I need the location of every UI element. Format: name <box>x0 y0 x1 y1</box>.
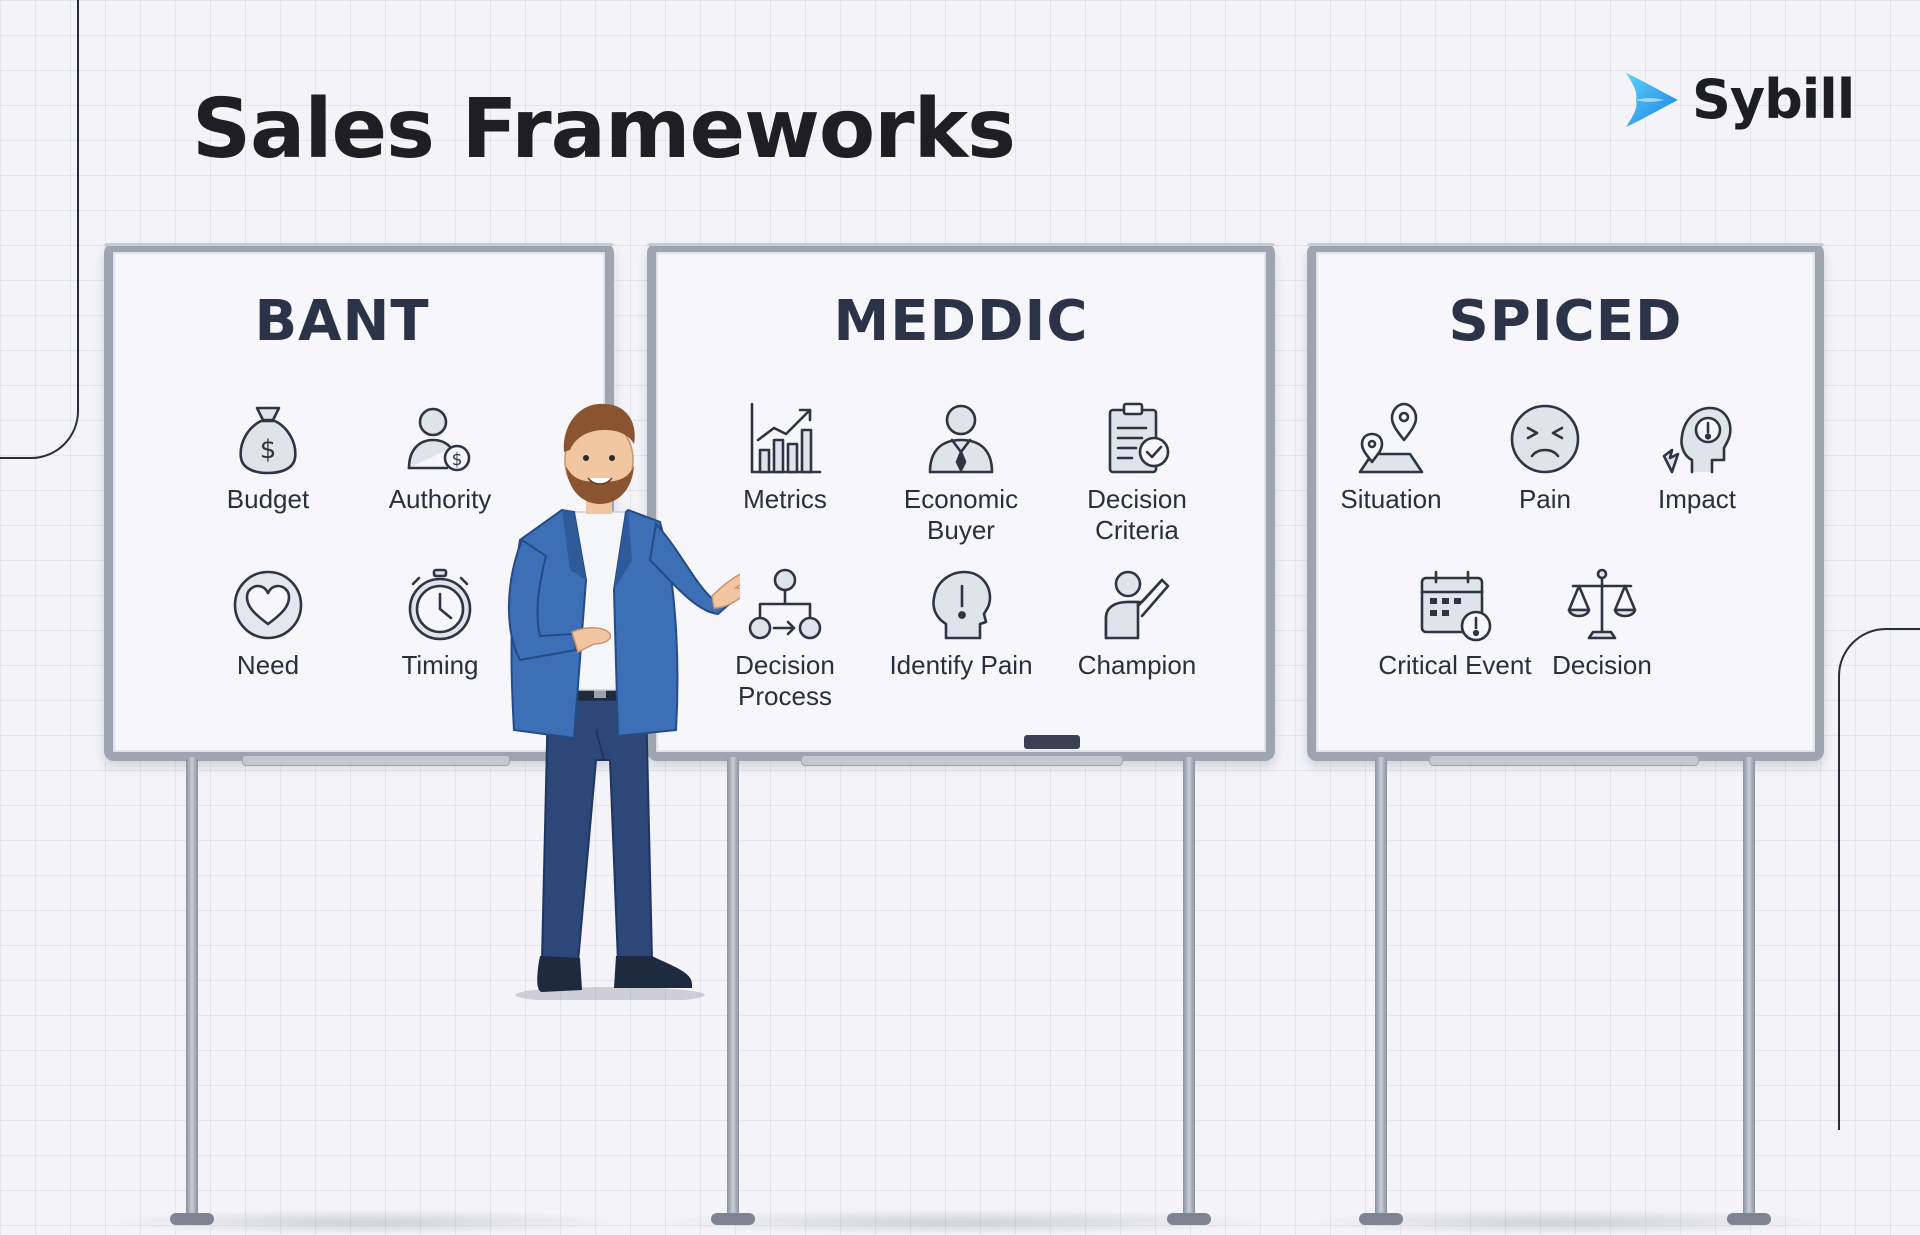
flowchart-icon <box>748 568 822 640</box>
item-label: Authority <box>388 484 492 514</box>
clipboard-check-icon <box>1108 402 1170 474</box>
scales-icon <box>1567 568 1637 640</box>
eraser <box>1024 735 1080 749</box>
bar-chart-icon <box>750 402 822 474</box>
meddic-item-metrics: Metrics <box>705 400 865 515</box>
item-label: Situation <box>1340 484 1442 514</box>
item-label: Critical Event <box>1378 650 1532 680</box>
stopwatch-icon <box>408 568 472 641</box>
meddic-item-decision-process: Decision Process <box>705 566 865 712</box>
marker-tray <box>801 755 1123 766</box>
whiteboard-frame <box>647 243 1275 761</box>
spiced-item-critical-event: Critical Event <box>1375 566 1535 681</box>
head-exclamation-icon <box>932 570 992 640</box>
board-leg <box>1183 757 1195 1222</box>
bant-item-budget: $ Budget <box>188 400 348 515</box>
bant-item-authority: $ Authority <box>360 400 520 515</box>
spiced-item-situation: Situation <box>1311 400 1471 515</box>
board-title-spiced: SPICED <box>1448 289 1683 354</box>
board-title-meddic: MEDDIC <box>833 289 1089 354</box>
item-label: Decision <box>1552 650 1652 680</box>
bant-item-need: Need <box>188 566 348 681</box>
bant-item-timing: Timing <box>360 566 520 681</box>
spiced-item-impact: Impact <box>1617 400 1777 515</box>
board-leg <box>186 757 198 1222</box>
businessman-icon <box>928 404 994 474</box>
floor-shadow <box>1301 1209 1831 1235</box>
person-raised-hand-icon <box>1104 570 1170 640</box>
marker-tray <box>242 755 510 766</box>
item-label: Metrics <box>743 484 827 514</box>
floor-shadow <box>104 1209 624 1235</box>
meddic-item-economic-buyer: Economic Buyer <box>881 400 1041 546</box>
svg-text:$: $ <box>452 450 463 470</box>
item-label: Pain <box>1518 484 1572 514</box>
person-dollar-icon: $ <box>407 407 471 472</box>
item-label: Timing <box>401 650 479 680</box>
meddic-item-identify-pain: Identify Pain <box>881 566 1041 681</box>
calendar-alert-icon <box>1420 570 1492 642</box>
item-label: Champion <box>1077 650 1197 680</box>
page-title: Sales Frameworks <box>192 82 1016 177</box>
board-title-bant: BANT <box>254 289 430 354</box>
item-label: Need <box>236 650 300 680</box>
presenter-illustration <box>508 403 740 1000</box>
brand-logo: Sybill <box>1620 68 1855 131</box>
corner-decoration-top-left <box>0 0 79 459</box>
spiced-item-pain: Pain <box>1465 400 1625 515</box>
brand-name: Sybill <box>1692 68 1855 131</box>
board-leg <box>1743 757 1755 1222</box>
frowning-face-icon <box>1510 404 1580 474</box>
map-pin-icon <box>1358 402 1424 474</box>
whiteboard-frame <box>104 243 614 761</box>
marker-tray <box>1429 755 1699 766</box>
board-leg <box>1375 757 1387 1222</box>
item-label: Identify Pain <box>889 650 1033 680</box>
corner-decoration-bottom-right <box>1838 628 1920 1130</box>
sybill-logo-icon <box>1626 72 1678 127</box>
board-meddic: MEDDIC Metrics Economic Buyer <box>647 243 1275 1235</box>
meddic-item-decision-criteria: Decision Criteria <box>1057 400 1217 546</box>
heart-icon <box>233 570 303 640</box>
spiced-item-decision: Decision <box>1522 566 1682 681</box>
item-label: Decision Criteria <box>1087 484 1187 545</box>
svg-text:$: $ <box>260 435 277 465</box>
money-bag-icon: $ <box>239 406 297 475</box>
meddic-item-champion: Champion <box>1057 566 1217 681</box>
item-label: Decision Process <box>735 650 835 711</box>
board-spiced: SPICED Situation Pain Impact <box>1301 243 1831 1235</box>
item-label: Economic Buyer <box>903 484 1019 545</box>
item-label: Budget <box>226 484 310 514</box>
floor-shadow <box>647 1209 1275 1235</box>
head-alert-icon <box>1662 406 1732 474</box>
item-label: Impact <box>1657 484 1737 514</box>
